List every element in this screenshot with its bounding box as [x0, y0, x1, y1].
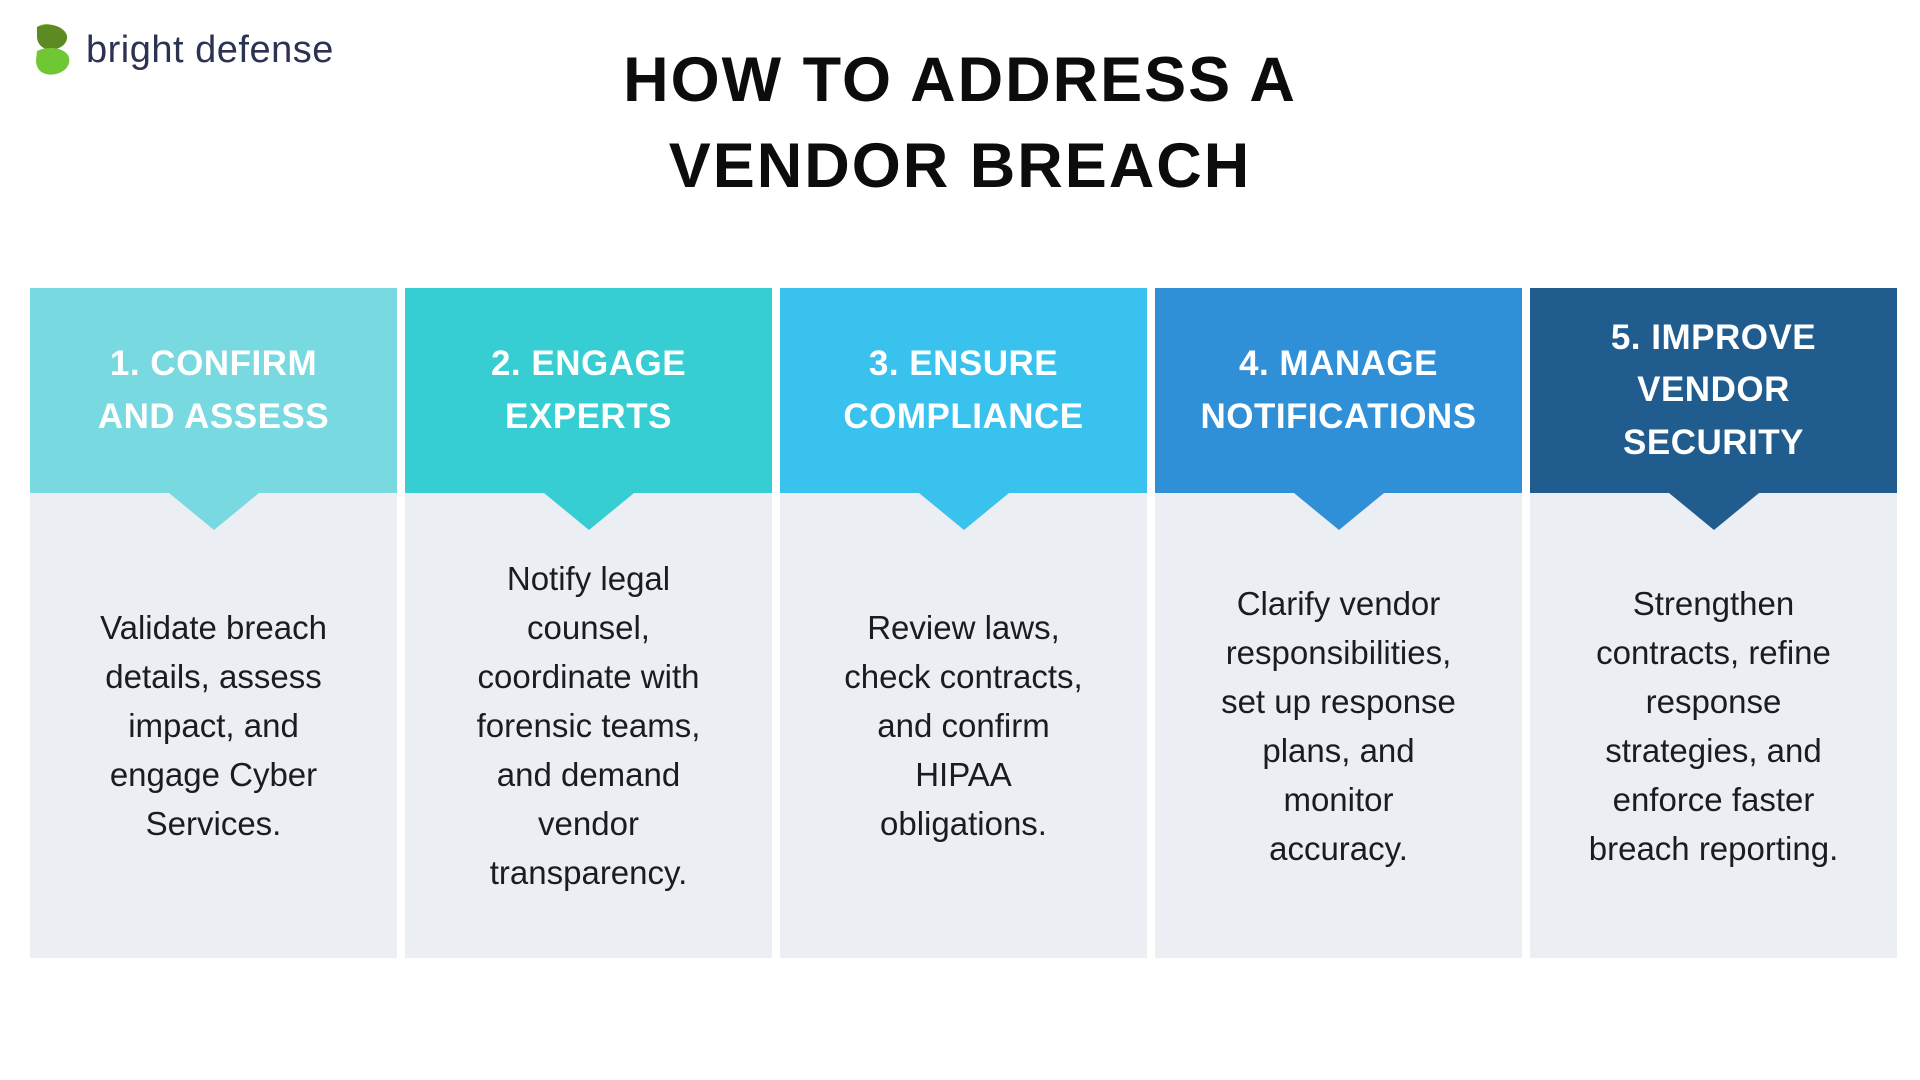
brand-name: bright defense — [86, 29, 334, 71]
triangle-down-pointer-icon — [543, 493, 634, 530]
step-3-header-label: 3. ENSURE COMPLIANCE — [843, 344, 1084, 436]
triangle-down-pointer-icon — [168, 493, 259, 530]
step-1-header: 1. CONFIRM AND ASSESS — [30, 288, 397, 530]
step-3-description: Review laws, check contracts, and confir… — [780, 493, 1147, 958]
step-5-header: 5. IMPROVE VENDOR SECURITY — [1530, 288, 1897, 530]
triangle-down-pointer-icon — [1293, 493, 1384, 530]
step-4-description: Clarify vendor responsibilities, set up … — [1155, 493, 1522, 958]
brand-logo: bright defense — [32, 24, 334, 76]
page-title: HOW TO ADDRESS A VENDOR BREACH — [623, 45, 1297, 201]
bright-defense-b-leaf-icon — [32, 24, 76, 76]
step-1-header-label: 1. CONFIRM AND ASSESS — [97, 344, 330, 436]
step-5-description: Strengthen contracts, refine response st… — [1530, 493, 1897, 958]
step-5-header-label: 5. IMPROVE VENDOR SECURITY — [1610, 318, 1817, 462]
triangle-down-pointer-icon — [918, 493, 1009, 530]
step-2-header: 2. ENGAGE EXPERTS — [405, 288, 772, 530]
step-4-header: 4. MANAGE NOTIFICATIONS — [1155, 288, 1522, 530]
step-4-header-label: 4. MANAGE NOTIFICATIONS — [1200, 344, 1477, 436]
step-column-3: 3. ENSURE COMPLIANCE Review laws, check … — [780, 288, 1147, 958]
step-1-description: Validate breach details, assess impact, … — [30, 493, 397, 958]
step-column-5: 5. IMPROVE VENDOR SECURITY Strengthen co… — [1530, 288, 1897, 958]
step-column-2: 2. ENGAGE EXPERTS Notify legal counsel, … — [405, 288, 772, 958]
triangle-down-pointer-icon — [1668, 493, 1759, 530]
steps-row: 1. CONFIRM AND ASSESS Validate breach de… — [30, 288, 1897, 958]
step-column-1: 1. CONFIRM AND ASSESS Validate breach de… — [30, 288, 397, 958]
step-2-header-label: 2. ENGAGE EXPERTS — [490, 344, 687, 436]
step-2-description: Notify legal counsel, coordinate with fo… — [405, 493, 772, 958]
step-column-4: 4. MANAGE NOTIFICATIONS Clarify vendor r… — [1155, 288, 1522, 958]
step-3-header: 3. ENSURE COMPLIANCE — [780, 288, 1147, 530]
